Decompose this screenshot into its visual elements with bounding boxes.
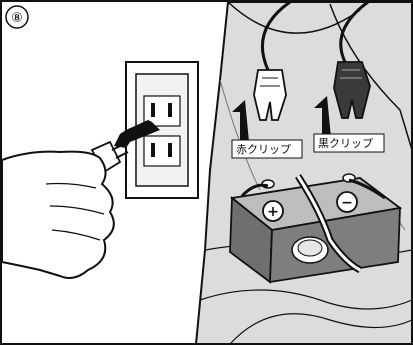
hand-icon xyxy=(2,152,114,278)
positive-terminal-symbol: + xyxy=(267,204,279,220)
black-clip-label: 黒クリップ xyxy=(318,137,373,150)
red-clip-label: 赤クリップ xyxy=(236,143,291,156)
step-number: ⑧ xyxy=(11,11,23,26)
engine-bay xyxy=(196,2,412,344)
negative-terminal-symbol: − xyxy=(341,195,353,211)
